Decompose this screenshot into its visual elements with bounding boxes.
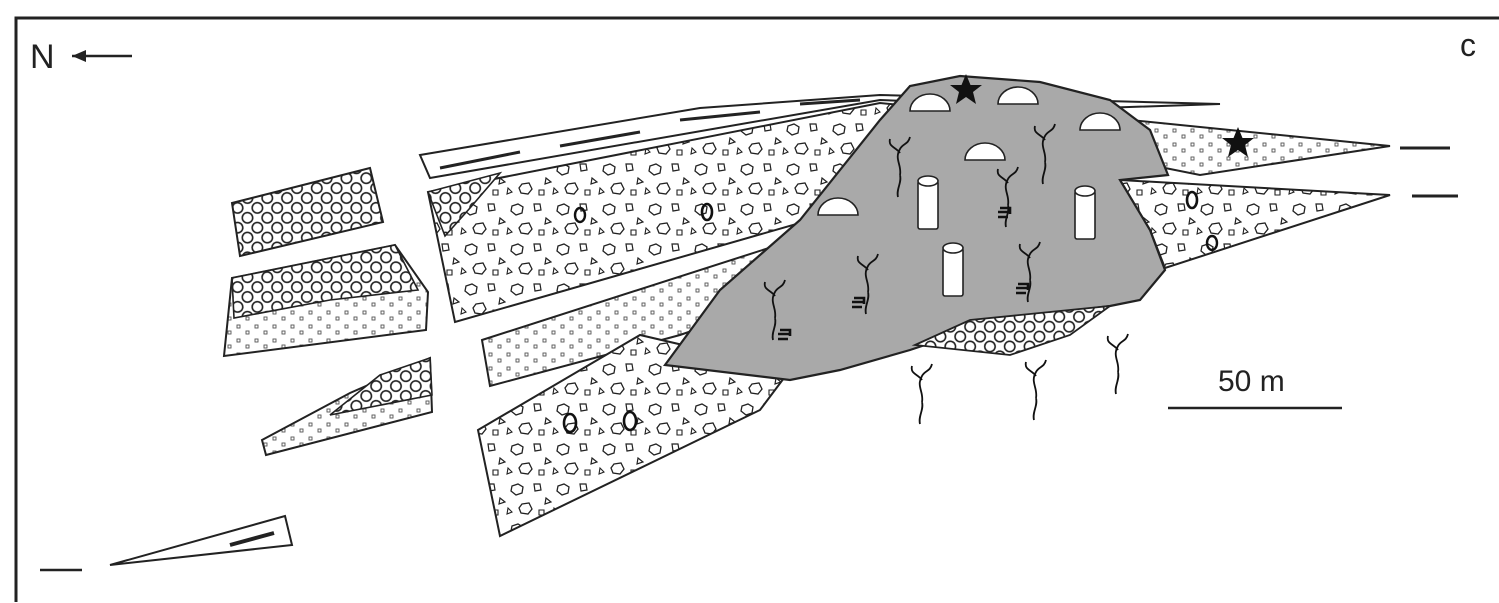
panel-label: c xyxy=(1460,27,1476,63)
root-trace-icon xyxy=(1108,334,1128,394)
root-trace-icon xyxy=(912,364,932,424)
north-arrowhead-icon xyxy=(72,50,86,62)
dotted-body-right xyxy=(1130,120,1390,175)
lens-bottom-left xyxy=(110,516,292,565)
conglomerate-body-right xyxy=(1120,180,1390,268)
cylinder-icon xyxy=(943,243,963,296)
scale-bar-label: 50 m xyxy=(1218,365,1285,398)
root-trace-icon xyxy=(1026,360,1046,420)
cylinder-icon xyxy=(1075,186,1095,239)
cylinder-icon xyxy=(918,176,938,229)
crosshatch-block-1 xyxy=(232,168,383,256)
north-label: N xyxy=(30,38,55,76)
